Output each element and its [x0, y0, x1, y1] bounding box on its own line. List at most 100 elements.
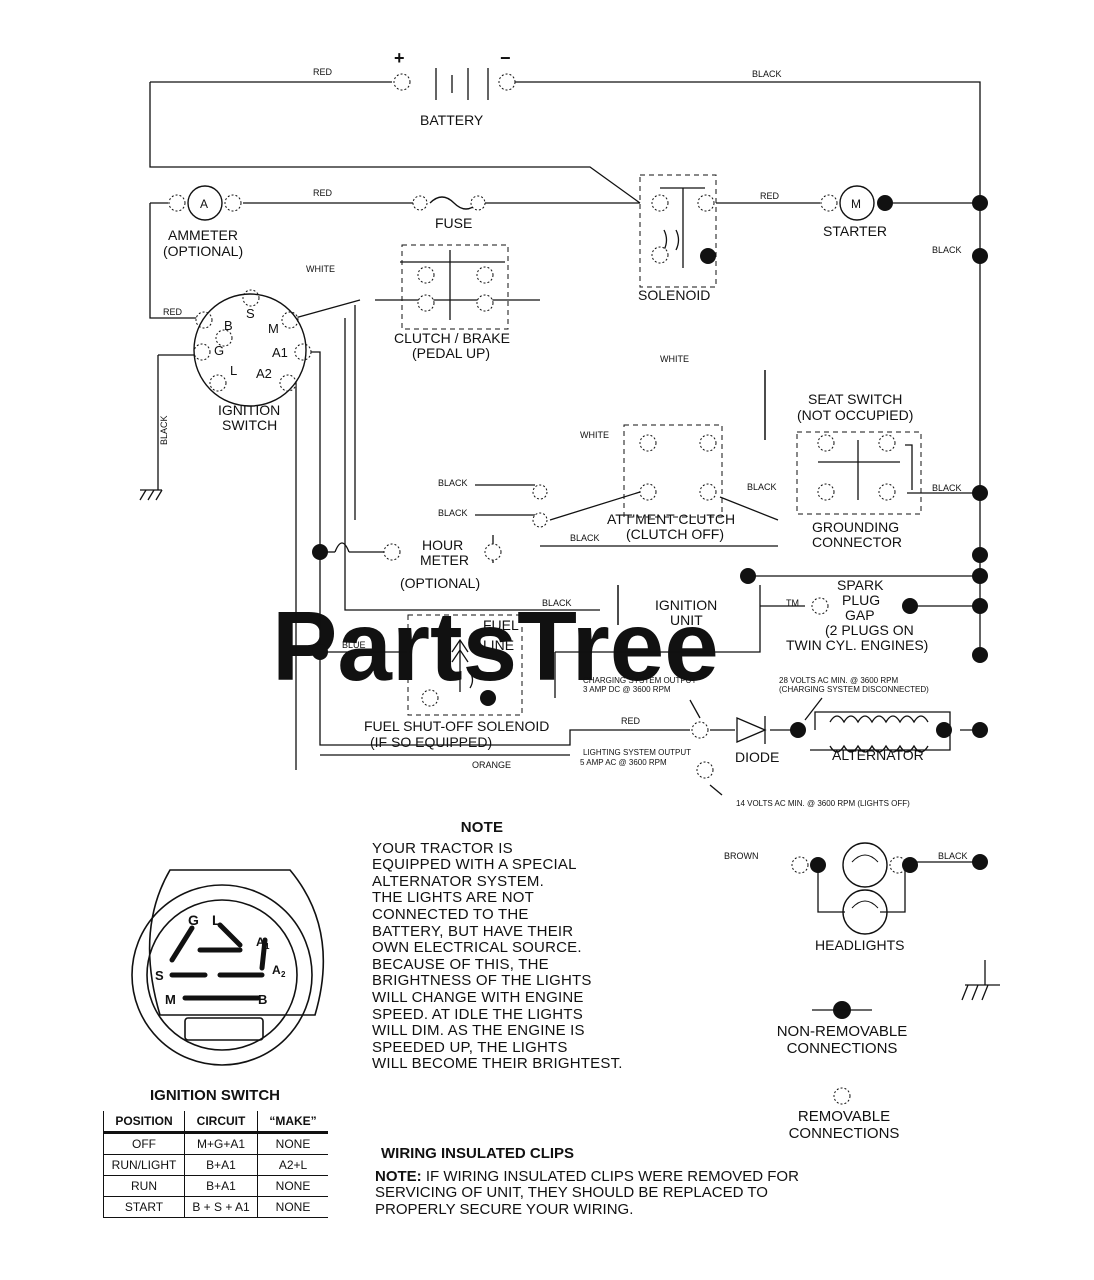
- wire-black-label: BLACK: [438, 508, 468, 518]
- insulated-clips-note: WIRING INSULATED CLIPS NOTE: IF WIRING I…: [375, 1145, 799, 1218]
- wire-black-label: BLACK: [932, 245, 962, 255]
- seat-switch-box: [796, 431, 922, 515]
- wire-red-label: RED: [760, 191, 780, 201]
- table-row: RUN/LIGHT B+A1 A2+L: [103, 1154, 328, 1176]
- starter-symbol-label: M: [851, 197, 861, 211]
- fuel-solenoid-label: FUEL SHUT-OFF SOLENOID: [364, 718, 549, 734]
- legend-removable-label-1: REMOVABLE: [797, 1108, 891, 1125]
- table-cell: A2+L: [257, 1154, 328, 1176]
- legend-removable: REMOVABLE CONNECTIONS: [774, 1108, 914, 1142]
- note-line: OWN ELECTRICAL SOURCE.: [372, 939, 582, 957]
- wire-red-label: RED: [621, 716, 641, 726]
- wire-white-label: WHITE: [306, 264, 335, 274]
- table-row: OFF M+G+A1 NONE: [103, 1132, 328, 1155]
- spark-plug-label-2: PLUG: [842, 592, 880, 608]
- note-line: BRIGHTNESS OF THE LIGHTS: [372, 972, 592, 990]
- spark-plug-label-5: TWIN CYL. ENGINES): [786, 637, 928, 653]
- table-header: “MAKE”: [257, 1111, 328, 1134]
- clips-note-line-2: SERVICING OF UNIT, THEY SHOULD BE REPLAC…: [375, 1184, 768, 1201]
- ignition-unit-label-2: UNIT: [670, 612, 703, 628]
- attachment-clutch-box: [623, 424, 723, 518]
- table-row: RUN B+A1 NONE: [103, 1175, 328, 1197]
- ac14-label: 14 VOLTS AC MIN. @ 3600 RPM (LIGHTS OFF): [736, 799, 910, 808]
- wire-red-label: RED: [313, 188, 333, 198]
- spark-plug-label-1: SPARK: [837, 577, 884, 593]
- ac28-label: 28 VOLTS AC MIN. @ 3600 RPM: [779, 676, 898, 685]
- face-a2-label: A: [272, 963, 281, 977]
- terminal-b-label: B: [224, 318, 233, 333]
- terminal-l-label: L: [230, 363, 237, 378]
- note-line: ALTERNATOR SYSTEM.: [372, 872, 544, 890]
- table-cell: B + S + A1: [184, 1196, 258, 1218]
- table-cell: B+A1: [184, 1154, 258, 1176]
- wire-black-label: BLACK: [747, 482, 777, 492]
- wire-black-label: BLACK: [542, 598, 572, 608]
- face-a2-sub-label: 2: [281, 970, 286, 979]
- fuel-line-label-1: FUEL: [483, 617, 519, 633]
- wire-black-label: BLACK: [438, 478, 468, 488]
- starter-motor-symbol: [839, 185, 875, 221]
- wire-black-label: BLACK: [938, 851, 968, 861]
- wire-blue-label: BLUE: [342, 640, 366, 650]
- fuel-line-label-2: LINE: [483, 637, 514, 653]
- ignition-switch-sub-label: SWITCH: [222, 417, 277, 433]
- battery-label: BATTERY: [420, 112, 484, 128]
- clutch-brake-box: [401, 244, 509, 330]
- table-cell: START: [103, 1196, 185, 1218]
- table-header-row: POSITION CIRCUIT “MAKE”: [103, 1111, 328, 1134]
- wire-white-label: WHITE: [660, 354, 689, 364]
- battery-positive-terminal: [393, 73, 411, 91]
- ammeter-label: AMMETER: [168, 227, 238, 243]
- fuel-solenoid-box: [407, 614, 523, 716]
- seat-switch-sub-label: (NOT OCCUPIED): [797, 407, 913, 423]
- ignition-switch-table-title: IGNITION SWITCH: [150, 1087, 280, 1104]
- hour-meter-optional-label: (OPTIONAL): [400, 575, 480, 591]
- insulated-clips-title: WIRING INSULATED CLIPS: [381, 1145, 575, 1162]
- starter-label: STARTER: [823, 223, 887, 239]
- note-line: SPEEDED UP, THE LIGHTS: [372, 1038, 568, 1056]
- ammeter-symbol-label: A: [200, 197, 208, 211]
- watermark: PartsTree: [272, 591, 719, 701]
- terminal-a1-label: A1: [272, 345, 288, 360]
- ammeter-symbol: [187, 185, 223, 221]
- note-line: SPEED. AT IDLE THE LIGHTS: [372, 1005, 583, 1023]
- clips-note-label: NOTE:: [375, 1167, 422, 1185]
- ac28-sub-label: (CHARGING SYSTEM DISCONNECTED): [779, 685, 929, 694]
- terminal-g-label: G: [214, 343, 224, 358]
- table-cell: NONE: [257, 1196, 328, 1218]
- solenoid-label: SOLENOID: [638, 287, 710, 303]
- solenoid-box: [639, 174, 717, 288]
- table-cell: RUN: [103, 1175, 185, 1197]
- ammeter-optional-label: (OPTIONAL): [163, 243, 243, 259]
- note-line: EQUIPPED WITH A SPECIAL: [372, 856, 577, 874]
- legend-removable-symbol: [833, 1087, 851, 1105]
- grounding-connector-sub-label: CONNECTOR: [812, 534, 902, 550]
- seat-switch-label: SEAT SWITCH: [808, 391, 902, 407]
- charging-output-label: CHARGING SYSTEM OUTPUT: [583, 676, 696, 685]
- face-l-label: L: [212, 912, 221, 928]
- face-a1-sub-label: 1: [265, 942, 270, 951]
- table-cell: B+A1: [184, 1175, 258, 1197]
- note-line: BATTERY, BUT HAVE THEIR: [372, 922, 574, 940]
- face-g-label: G: [188, 912, 199, 928]
- attachment-clutch-sub-label: (CLUTCH OFF): [626, 526, 724, 542]
- terminal-a2-label: A2: [256, 366, 272, 381]
- legend-non-removable-label-1: NON-REMOVABLE: [776, 1023, 908, 1040]
- clutch-brake-label: CLUTCH / BRAKE: [394, 330, 510, 346]
- wire-black-label: BLACK: [159, 415, 169, 445]
- ignition-switch-table: POSITION CIRCUIT “MAKE” OFF M+G+A1 NONE …: [103, 1111, 328, 1218]
- legend-non-removable-label-2: CONNECTIONS: [786, 1040, 898, 1057]
- legend-removable-label-2: CONNECTIONS: [788, 1125, 900, 1142]
- table-cell: RUN/LIGHT: [103, 1154, 185, 1176]
- alternator-label: ALTERNATOR: [832, 747, 924, 763]
- ignition-unit-label-1: IGNITION: [655, 597, 717, 613]
- headlights-label: HEADLIGHTS: [815, 937, 904, 953]
- ignition-switch-face: [131, 869, 325, 1066]
- hour-meter-label-1: HOUR: [422, 537, 463, 553]
- ignition-switch-body: [193, 293, 307, 407]
- terminal-s-label: S: [246, 306, 255, 321]
- face-s-label: S: [155, 968, 164, 983]
- clips-note-line-1: IF WIRING INSULATED CLIPS WERE REMOVED F…: [421, 1167, 799, 1185]
- table-row: START B + S + A1 NONE: [103, 1196, 328, 1218]
